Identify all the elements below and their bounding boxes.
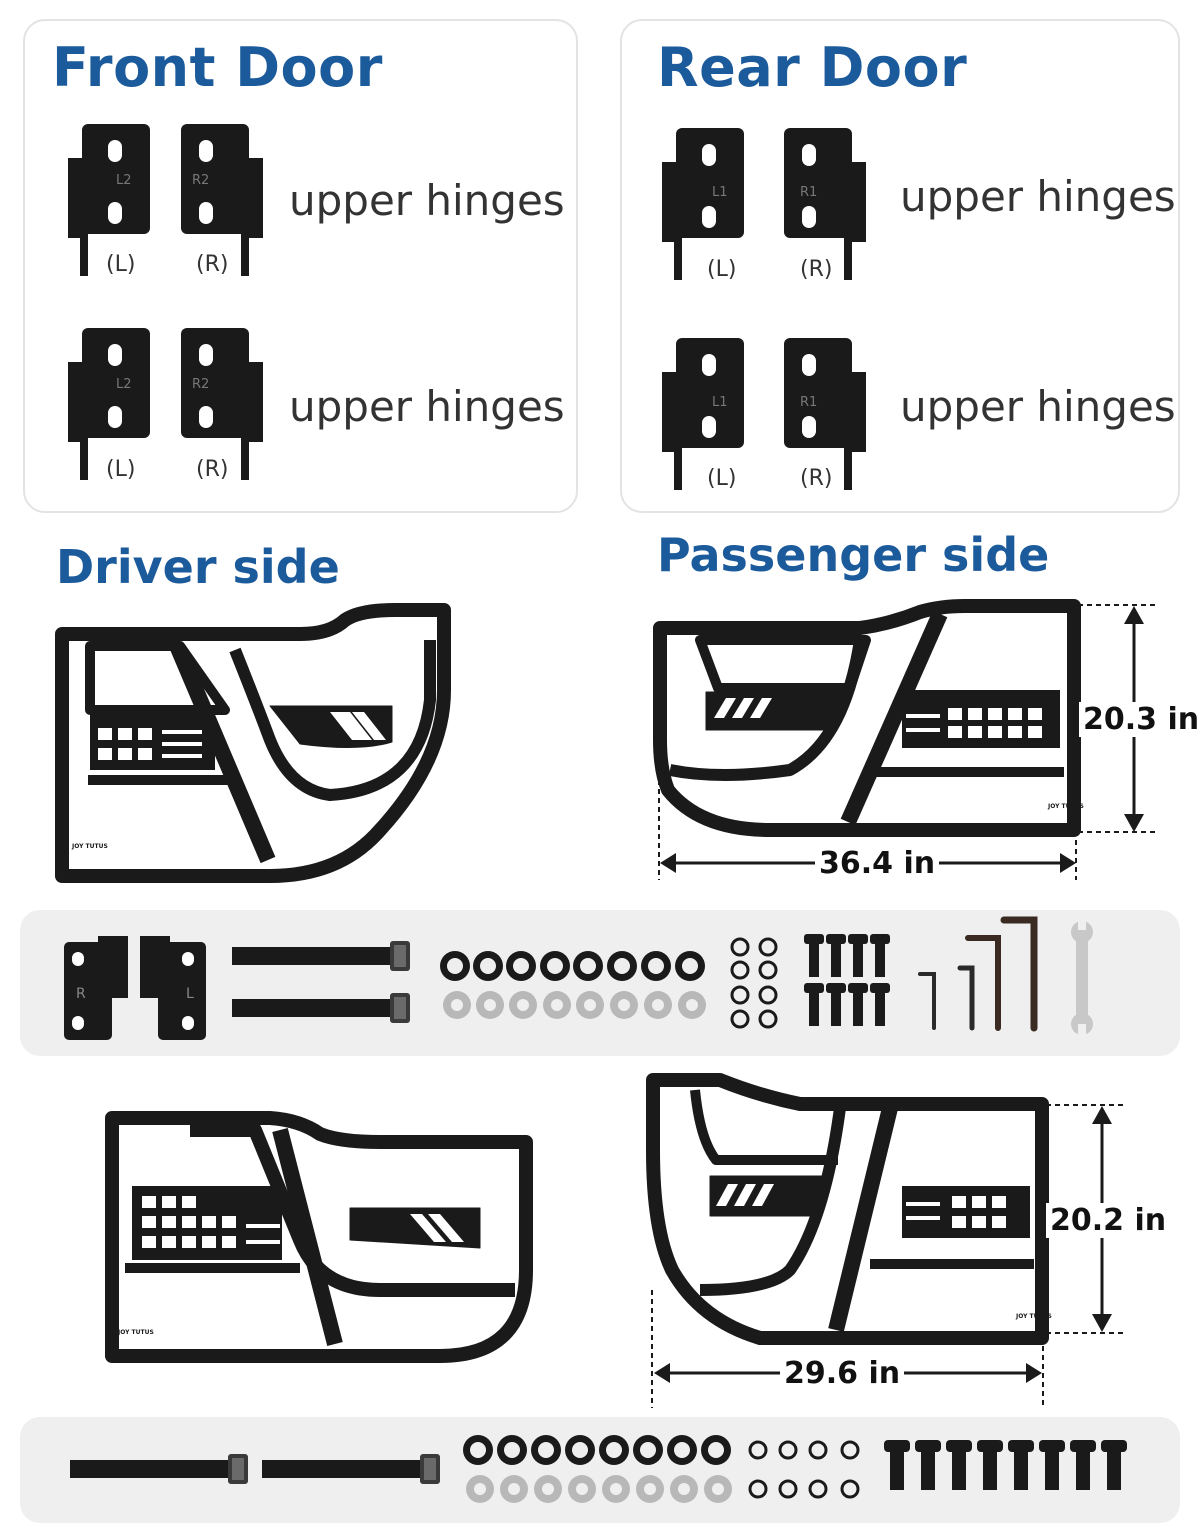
rear-hinge-row-1-label: upper hinges — [900, 172, 1176, 221]
passenger-rear-door-image — [646, 1073, 1049, 1345]
front-hinge-row-1-label: upper hinges — [289, 176, 565, 225]
kit1-hex-keys — [918, 916, 1038, 1032]
passenger-side-title: Passenger side — [657, 528, 1050, 582]
rear-width-label: 29.6 in — [780, 1356, 905, 1391]
front-door-title: Front Door — [52, 36, 383, 99]
joytutus-logo: JOY TUTUS JOY TUTUS JOY TUTUS JOY TUTUS — [71, 803, 1084, 1336]
rear-hinge-2-left-tag: (L) — [707, 466, 737, 491]
kit2-nuts — [463, 1435, 731, 1465]
kit1-lock-rings — [730, 937, 778, 1029]
front-width-label: 36.4 in — [815, 846, 940, 881]
rear-hinge-1-right-tag: (R) — [800, 257, 833, 282]
driver-front-door-image — [55, 603, 451, 883]
rear-hinge-2-left: L1 — [662, 338, 744, 490]
kit2-bolts — [884, 1440, 1127, 1490]
front-hinge-1-left-tag: (L) — [106, 252, 136, 277]
stamp-text: L1 — [712, 395, 728, 410]
front-door-hardware-kit — [20, 910, 1180, 1056]
rear-height-label: 20.2 in — [1046, 1203, 1171, 1238]
passenger-rear-door-cutouts — [716, 1184, 1006, 1228]
rear-hinge-2-right: R1 — [784, 338, 866, 490]
front-hinge-2-right-tag: (R) — [196, 457, 229, 482]
kit1-nuts — [440, 951, 705, 981]
kit1-wrench — [1071, 918, 1093, 1038]
front-hinge-2-right: R2 — [181, 328, 263, 480]
stamp-text: R2 — [192, 377, 209, 392]
passenger-front-door-cutouts — [714, 698, 1042, 738]
logo-text: JOY TUTUS — [1015, 1313, 1052, 1320]
kit2-straps — [70, 1454, 440, 1484]
driver-side-title: Driver side — [56, 540, 340, 594]
stamp-text: R2 — [192, 173, 209, 188]
rear-door-title: Rear Door — [657, 36, 968, 99]
driver-front-door-cutouts — [98, 712, 386, 760]
rear-hinge-1-right: R1 — [784, 128, 866, 280]
kit1-bolts — [804, 934, 890, 1026]
stamp-text: R1 — [800, 395, 817, 410]
kit1-brackets: R L — [64, 936, 206, 1040]
logo-text: JOY TUTUS — [1047, 803, 1084, 810]
stamp-text: L2 — [116, 173, 132, 188]
stamp-text: R1 — [800, 185, 817, 200]
kit1-straps — [232, 941, 410, 1023]
stamp-text: L2 — [116, 377, 132, 392]
rear-hinge-1-left-tag: (L) — [707, 257, 737, 282]
stamp-text: L1 — [712, 185, 728, 200]
front-hinge-1-right: R2 — [181, 124, 263, 276]
rear-hinge-row-2-label: upper hinges — [900, 382, 1176, 431]
bracket-stamp-l: L — [186, 986, 194, 1002]
front-hinge-row-2-label: upper hinges — [289, 382, 565, 431]
front-hinge-1-left: L2 — [68, 124, 150, 276]
rear-hinge-2-right-tag: (R) — [800, 466, 833, 491]
kit1-washers — [443, 991, 706, 1019]
logo-text: JOY TUTUS — [71, 843, 108, 850]
bracket-stamp-r: R — [76, 986, 86, 1002]
kit2-washers — [466, 1475, 732, 1503]
logo-text: JOY TUTUS — [117, 1329, 154, 1336]
front-hinge-2-left: L2 — [68, 328, 150, 480]
front-hinge-1-right-tag: (R) — [196, 252, 229, 277]
front-height-label: 20.3 in — [1079, 702, 1200, 737]
driver-rear-door-cutouts — [142, 1196, 464, 1248]
front-hinge-2-left-tag: (L) — [106, 457, 136, 482]
rear-hinge-1-left: L1 — [662, 128, 744, 280]
kit2-lock-rings — [748, 1440, 860, 1499]
